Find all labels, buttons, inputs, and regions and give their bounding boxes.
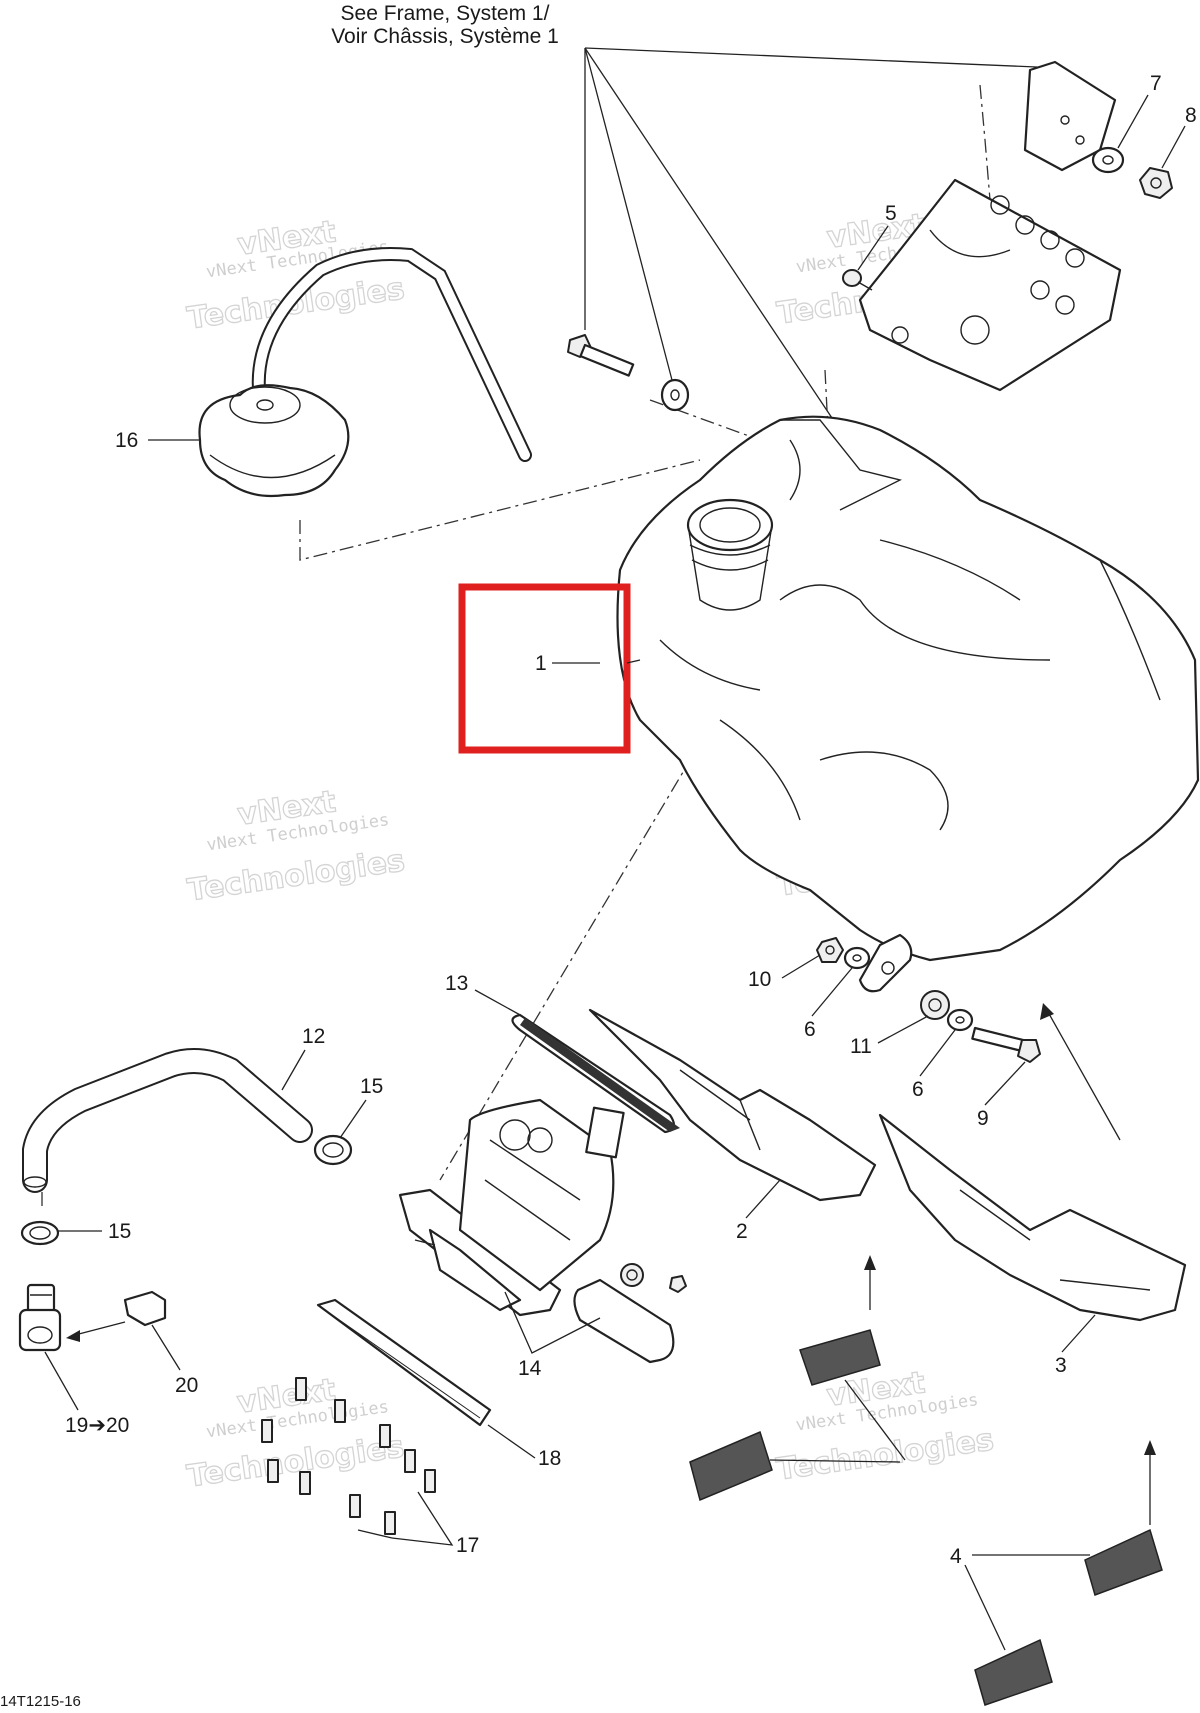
washer-6-upper (843, 946, 871, 970)
callout-15-lower: 15 (108, 1220, 131, 1243)
screws-17 (261, 1377, 436, 1535)
callout-9: 9 (977, 1107, 989, 1130)
retaining-ring-18 (316, 1298, 492, 1427)
foam-pad-4b (689, 1430, 773, 1502)
mount-washer (660, 378, 690, 412)
watermark-bottom-right: vNext Technologies vNext Technologies (774, 1365, 997, 1488)
callout-3: 3 (1055, 1354, 1067, 1377)
pump-clamp (620, 1263, 687, 1293)
callout-7: 7 (1150, 72, 1162, 95)
bolt-5 (842, 269, 873, 291)
screw (384, 1511, 396, 1535)
screw (379, 1424, 391, 1448)
callout-1: 1 (535, 652, 547, 675)
callout-10: 10 (748, 968, 771, 991)
fuel-pump-module (398, 1098, 625, 1317)
callout-18: 18 (538, 1447, 561, 1470)
callout-2: 2 (736, 1220, 748, 1243)
frame-reference-line1: See Frame, System 1/ (341, 2, 550, 25)
screw (404, 1449, 416, 1473)
frame-reference-line2: Voir Châssis, Système 1 (331, 25, 559, 48)
callout-5: 5 (885, 202, 897, 225)
foam-pad-4c (1084, 1528, 1163, 1596)
fuel-tank (616, 415, 1200, 993)
callout-6-upper: 6 (804, 1018, 816, 1041)
bolt-9 (971, 1026, 1041, 1063)
watermark-mid-left: vNext Technologies vNext Technologies (185, 784, 408, 909)
callout-4: 4 (950, 1545, 962, 1568)
screw (299, 1471, 311, 1495)
filter-pad-14 (573, 1278, 675, 1364)
quick-connector-19 (18, 1283, 62, 1352)
callout-12: 12 (302, 1025, 325, 1048)
heat-shield-3 (878, 1113, 1187, 1322)
callout-6-lower: 6 (912, 1078, 924, 1101)
foam-pad-4d (974, 1638, 1053, 1706)
hose-clamp-15-upper (313, 1134, 353, 1166)
washer-7 (1091, 146, 1125, 174)
tank-mount-bracket (858, 178, 1122, 392)
figure-code: 14T1215-16 (0, 1693, 81, 1710)
washer-6-lower (946, 1008, 974, 1032)
hose-clamp-15-lower (20, 1220, 60, 1246)
callout-15-upper: 15 (360, 1075, 383, 1098)
callout-16: 16 (115, 429, 138, 452)
retaining-clip-20 (123, 1290, 167, 1327)
fuel-cap (198, 384, 350, 498)
screw (261, 1419, 273, 1443)
frame-reference-lines (584, 47, 1061, 431)
watermark-top-left: vNext Technologies vNext Technologies (184, 214, 407, 337)
fuel-hose-12 (22, 1048, 313, 1193)
callout-13: 13 (445, 972, 468, 995)
callout-20: 20 (175, 1374, 198, 1397)
callouts: 7 8 5 16 10 6 11 6 9 13 12 15 15 (44, 72, 1197, 1651)
bushing-11 (920, 990, 950, 1020)
nut-10 (816, 937, 844, 963)
watermark-bottom-left: vNext Technologies vNext Technologies (184, 1372, 407, 1495)
screw (334, 1399, 346, 1423)
gasket-13 (511, 1013, 680, 1134)
callout-8: 8 (1185, 104, 1197, 127)
nut-8 (1139, 167, 1173, 199)
highlight-box-part-1 (458, 583, 631, 754)
callout-17: 17 (456, 1534, 479, 1557)
callout-14: 14 (518, 1357, 542, 1380)
callout-19-20: 19➔20 (65, 1414, 129, 1437)
assembly-arrows (66, 1003, 1156, 1525)
screw (295, 1377, 307, 1401)
screw (349, 1494, 361, 1518)
screw (424, 1469, 436, 1493)
mount-bolt (567, 334, 635, 377)
heat-shield-2 (588, 1008, 877, 1202)
callout-11: 11 (850, 1035, 872, 1058)
screw (267, 1459, 279, 1483)
vent-hose (251, 247, 532, 462)
foam-pad-4a (799, 1329, 881, 1386)
